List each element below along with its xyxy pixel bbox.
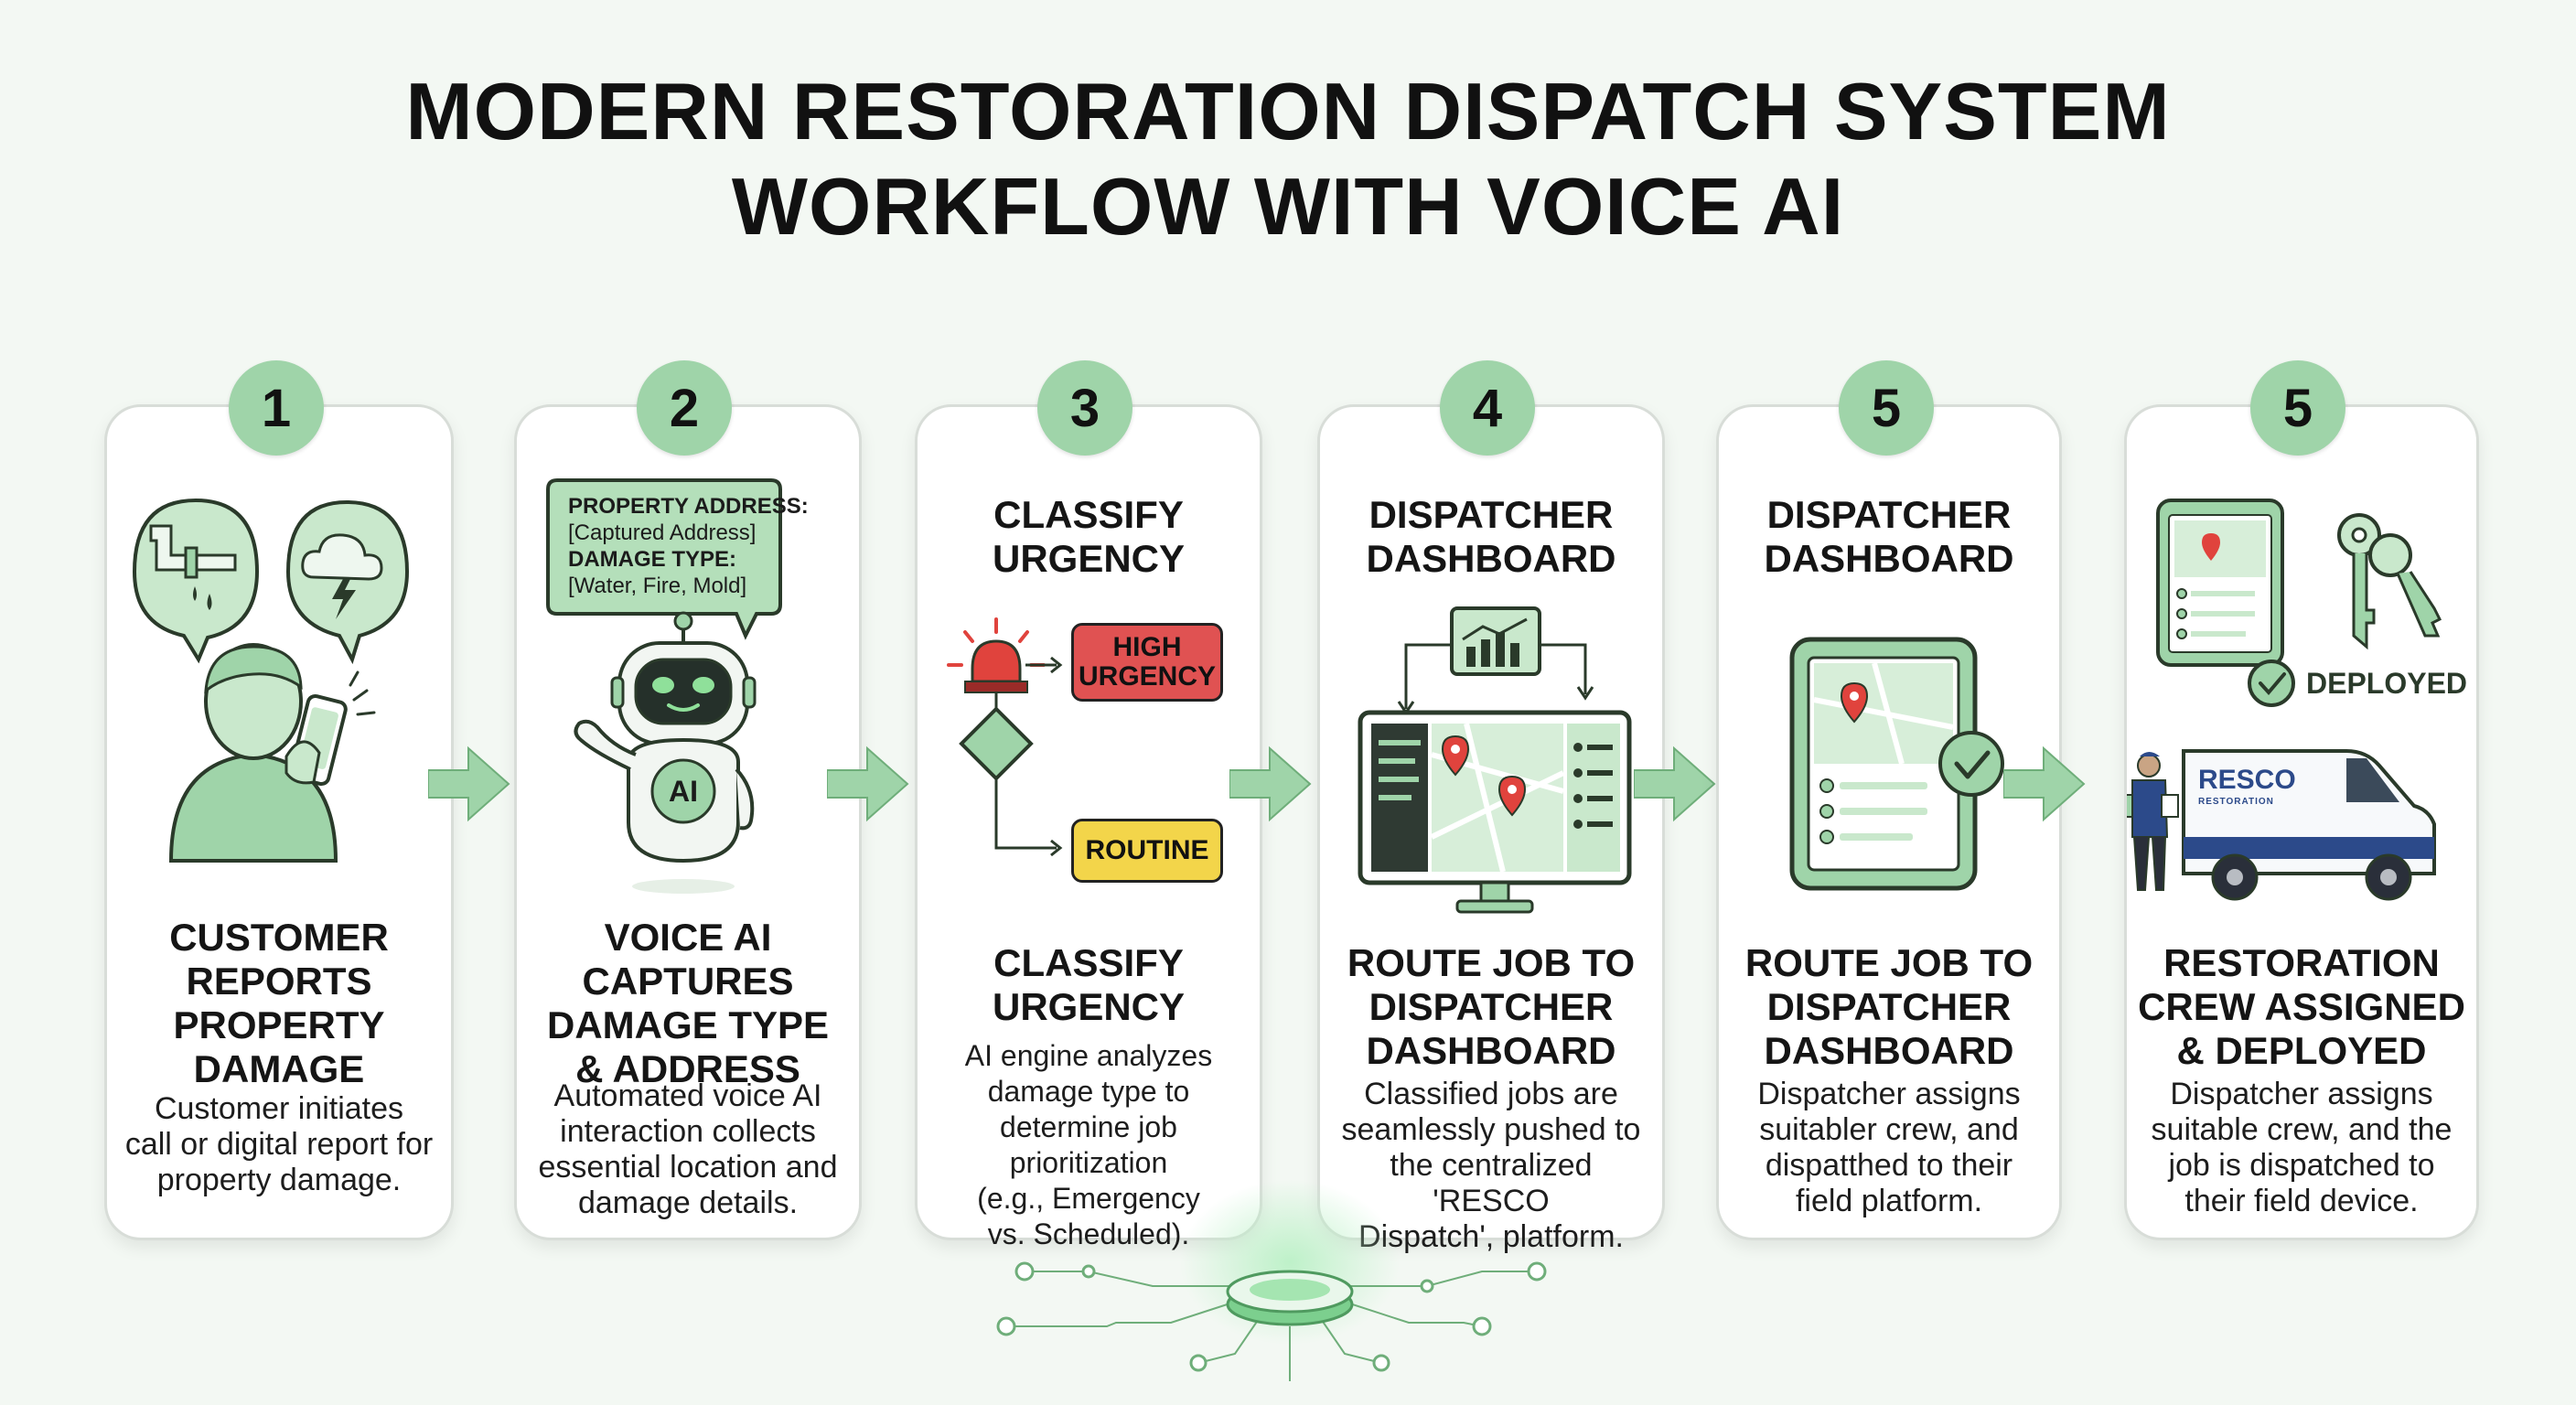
decision-diamond-icon [959, 706, 1034, 781]
step-5-heading: ROUTE JOB TO DISPATCHER DASHBOARD [1744, 941, 2034, 1072]
step-4-description: Classified jobs are seamlessly pushed to… [1341, 1077, 1641, 1254]
van-sub-label: RESTORATION [2198, 797, 2274, 807]
storm-cloud-icon [285, 499, 410, 665]
step-3-number-badge: 3 [1037, 360, 1132, 456]
alarm-siren-icon [947, 617, 1063, 693]
step-6-description: Dispatcher assigns suitable crew, and th… [2151, 1077, 2453, 1218]
service-van-icon [2182, 749, 2436, 901]
keys-icon [2337, 513, 2442, 650]
step-3-description: AI engine analyzes damage type to determ… [964, 1039, 1213, 1250]
step-card-4: DISPATCHER DASHBOARD [1317, 404, 1665, 1254]
person-with-phone-icon [168, 643, 376, 863]
step-1-illustration [132, 498, 410, 863]
step-card-3: CLASSIFY URGENCY HIGH URGENCY ROUTINE CL… [915, 404, 1262, 1250]
step-6-heading: RESTORATION CREW ASSIGNED & DEPLOYED [2138, 941, 2465, 1072]
tablet-map-icon [1789, 637, 1978, 891]
page-title: MODERN RESTORATION DISPATCH SYSTEM WORKF… [0, 64, 2576, 254]
step-card-2: PROPERTY ADDRESS: [Captured Address] DAM… [514, 404, 862, 1240]
damage-type-value: [Water, Fire, Mold] [568, 574, 747, 598]
step-1-number-badge: 1 [229, 360, 324, 456]
step-2-number-badge: 2 [637, 360, 732, 456]
step-4-heading: ROUTE JOB TO DISPATCHER DASHBOARD [1347, 941, 1636, 1072]
damage-type-label: DAMAGE TYPE: [568, 547, 737, 572]
tablet-map-icon [2156, 499, 2284, 667]
step-card-1: CUSTOMER REPORTS PROPERTY DAMAGE Custome… [104, 404, 454, 1240]
step-1-description: Customer initiates call or digital repor… [124, 1091, 434, 1197]
leaking-pipe-icon [132, 498, 260, 664]
step-5-illustration [1789, 637, 2004, 891]
check-badge-icon [2248, 660, 2295, 707]
deployed-label: DEPLOYED [2306, 667, 2468, 700]
flow-arrow-icon [2003, 745, 2086, 822]
step-6-number-badge: 5 [2250, 360, 2345, 456]
step-3-heading: CLASSIFY URGENCY [992, 941, 1186, 1028]
van-brand-label: RESCO [2198, 765, 2296, 795]
step-5-top-heading: DISPATCHER DASHBOARD [1764, 493, 2014, 580]
step-card-6: DEPLOYED RESCO RESTORATION RESTORATION C… [2124, 404, 2479, 1240]
voice-ai-capture-bubble: PROPERTY ADDRESS: [Captured Address] DAM… [568, 493, 809, 599]
flow-arrow-icon [1634, 745, 1716, 822]
checkmark-icon [1938, 731, 2004, 797]
title-line-2: WORKFLOW WITH VOICE AI [731, 161, 1845, 252]
speech-bubble [546, 478, 782, 640]
flow-arrow-icon [1229, 745, 1312, 822]
step-1-heading: CUSTOMER REPORTS PROPERTY DAMAGE [169, 916, 389, 1090]
address-label: PROPERTY ADDRESS: [568, 494, 809, 519]
analytics-chart-icon [1450, 606, 1541, 676]
title-line-1: MODERN RESTORATION DISPATCH SYSTEM [405, 66, 2171, 156]
routine-tag: ROUTINE [1071, 819, 1223, 883]
crew-icon [2127, 752, 2179, 891]
robot-ai-badge: AI [669, 775, 698, 808]
high-urgency-tag: HIGH URGENCY [1071, 623, 1223, 702]
flow-arrow-icon [827, 745, 909, 822]
step-2-description: Automated voice AI interaction collects … [538, 1078, 838, 1220]
network-hub-graphic [996, 1180, 1547, 1381]
step-2-heading: VOICE AI CAPTURES DAMAGE TYPE & ADDRESS [546, 916, 830, 1090]
step-6-illustration [2127, 499, 2442, 901]
step-3-illustration [947, 617, 1063, 857]
flow-arrow-icon [428, 745, 510, 822]
ai-robot-icon [574, 611, 757, 894]
step-4-illustration [1358, 606, 1632, 914]
step-3-top-heading: CLASSIFY URGENCY [992, 493, 1186, 580]
step-2-illustration [546, 478, 782, 894]
step-5-description: Dispatcher assigns suitabler crew, and d… [1757, 1077, 2021, 1218]
step-5-number-badge: 5 [1839, 360, 1934, 456]
monitor-map-icon [1358, 710, 1632, 914]
address-value: [Captured Address] [568, 520, 757, 545]
step-card-5: DISPATCHER DASHBOARD ROUTE JOB TO DISPAT… [1716, 404, 2062, 1240]
step-4-top-heading: DISPATCHER DASHBOARD [1366, 493, 1616, 580]
step-4-number-badge: 4 [1440, 360, 1535, 456]
